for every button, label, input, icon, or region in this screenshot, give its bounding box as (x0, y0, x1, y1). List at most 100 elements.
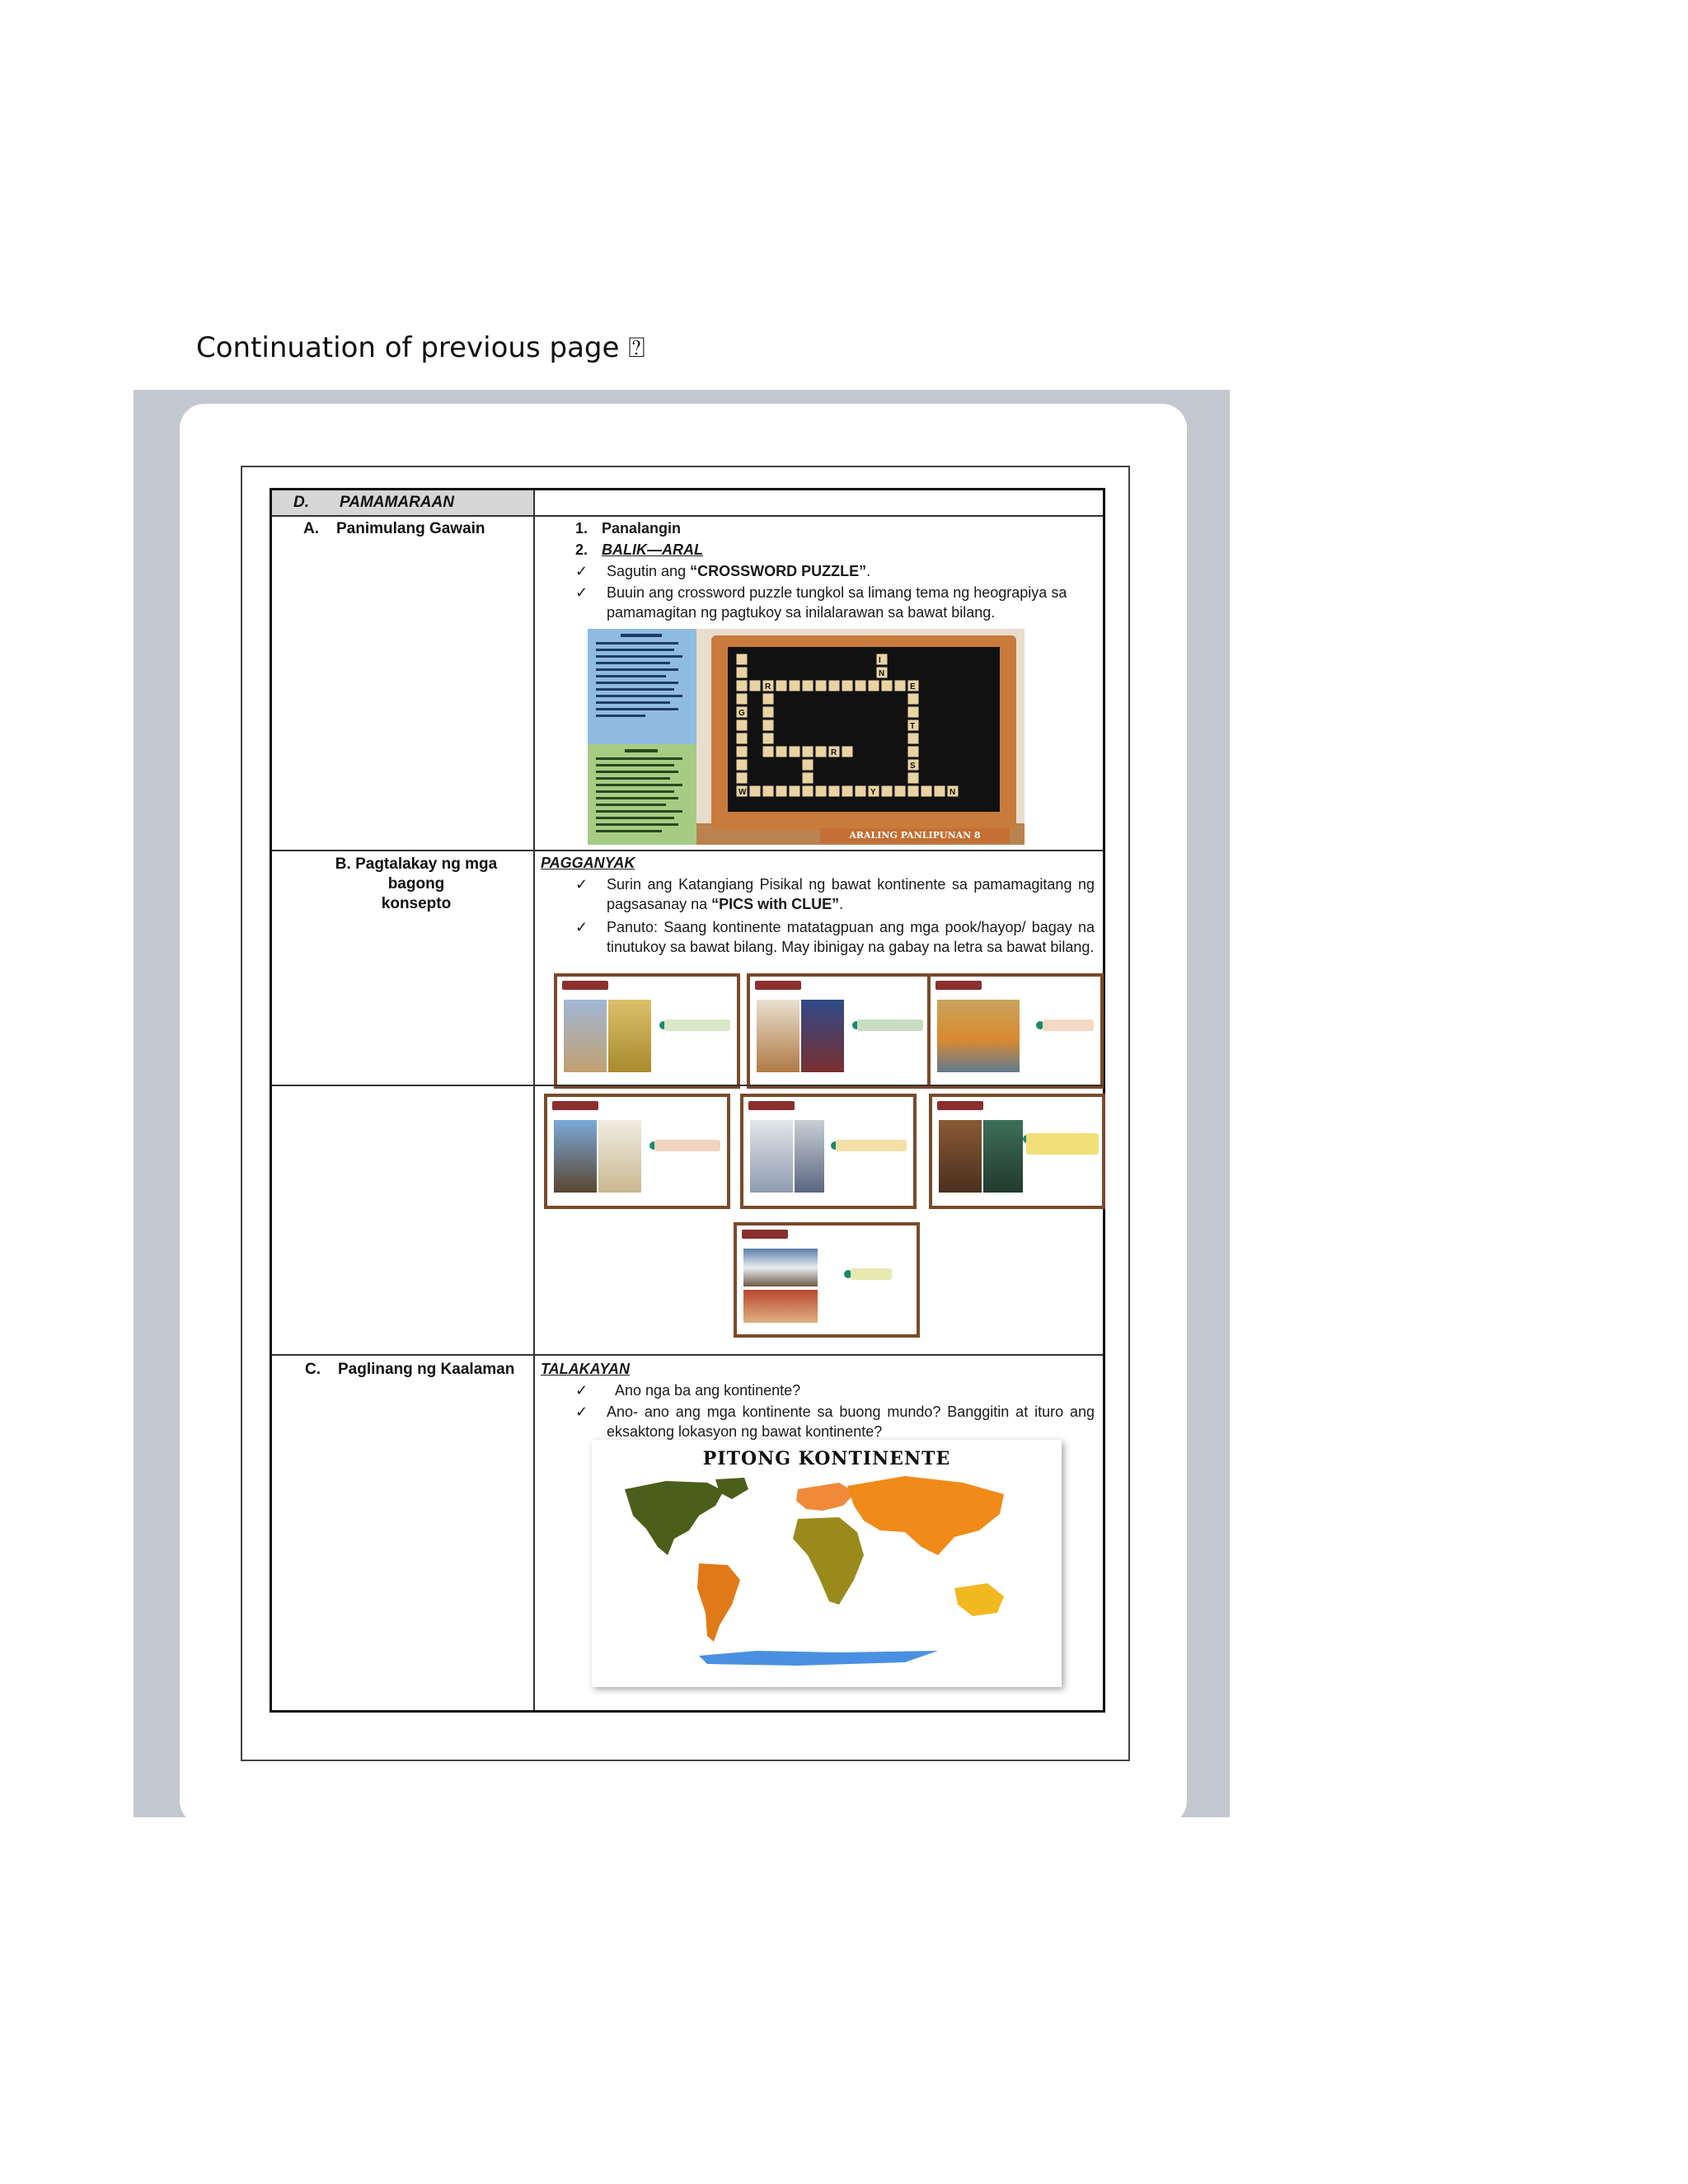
card-tag (748, 1101, 795, 1110)
pics-clue-card (544, 1094, 730, 1209)
penguin-image (795, 1120, 824, 1193)
clue-box (857, 1019, 923, 1031)
card-tag (562, 981, 608, 990)
crossword-caption: ARALING PANLIPUNAN 8 (820, 828, 1010, 843)
row-a-letter: A. (303, 520, 319, 537)
row-c-label: C. Paglinang ng Kaalaman (305, 1361, 514, 1379)
australia-shape (954, 1583, 1004, 1616)
crossword-letter: S (910, 762, 916, 771)
list-item: ✓ Ano- ano ang mga kontinente sa buong m… (575, 1402, 1095, 1441)
crossword-letter: E (910, 682, 916, 691)
list-item: ✓Sagutin ang “CROSSWORD PUZZLE”. (575, 561, 870, 581)
crossword-letter: Y (870, 788, 876, 797)
crossword-clues-down (588, 744, 696, 845)
check-icon: ✓ (575, 1382, 588, 1399)
south-america-shape (697, 1563, 740, 1642)
item-text: . (839, 896, 844, 912)
clue-box (654, 1140, 720, 1151)
europe-shape (796, 1483, 856, 1511)
map-title: PITONG KONTINENTE (702, 1448, 951, 1469)
crossword-letter: N (879, 669, 884, 678)
pyramid-image (937, 1000, 1020, 1072)
world-map-image: PITONG KONTINENTE (592, 1440, 1062, 1687)
orangutan-image (939, 1120, 982, 1193)
pics-clue-card (734, 1222, 920, 1338)
column-divider (533, 515, 535, 1710)
card-tag (937, 1101, 983, 1110)
row-a-label: A. Panimulang Gawain (303, 520, 485, 538)
crossword-letter: W (738, 788, 747, 797)
row-b-title-line1: Pagtalakay ng mga bagong (355, 855, 498, 893)
eiffel-tower-image (554, 1120, 597, 1193)
item-text: Surin ang Katangiang Pisikal ng bawat ko… (607, 876, 1095, 912)
header-letter: D. (293, 494, 309, 511)
clue-box (664, 1019, 730, 1031)
item-text: Panuto: Saang kontinente matatagpuan ang… (607, 919, 1095, 955)
crossword-letter: N (950, 788, 955, 797)
clue-box (1043, 1019, 1094, 1031)
item-text: Buuin ang crossword puzzle tungkol sa li… (607, 584, 1067, 621)
lesson-table: D. PAMAMARAAN A. Panimulang Gawain 1.Pana… (270, 488, 1105, 1713)
statue-image (564, 1000, 607, 1072)
item-marker: 2. (575, 541, 588, 558)
antarctica-shape (699, 1651, 938, 1666)
list-item: ✓Ano nga ba ang kontinente? (575, 1380, 800, 1400)
clue-dot (649, 1141, 658, 1150)
item-text-bold: “CROSSWORD PUZZLE” (690, 563, 867, 579)
snake-image (983, 1120, 1023, 1193)
row-c-letter: C. (305, 1361, 321, 1378)
header-title: PAMAMARAAN (340, 494, 454, 511)
list-item: 1.Panalangin (575, 518, 681, 538)
row-a-title: Panimulang Gawain (336, 520, 485, 537)
card-tag (755, 981, 801, 990)
row-divider (272, 1354, 1103, 1356)
crossword-letter: R (831, 748, 837, 757)
pics-clue-card (929, 1094, 1105, 1209)
crossword-letter: G (738, 709, 745, 718)
item-text: . (866, 563, 871, 579)
table-header-cell: D. PAMAMARAAN (272, 490, 535, 517)
crossword-grid-area: I N R E G T R S W Y N (728, 647, 1000, 812)
greenland-shape (715, 1478, 748, 1499)
section-heading: PAGGANYAK (541, 855, 635, 871)
crossword-board: I N R E G T R S W Y N (711, 635, 1016, 830)
pics-clue-card (927, 973, 1104, 1089)
pics-clue-card (554, 973, 740, 1089)
clue-lines (596, 634, 682, 717)
check-icon: ✓ (575, 876, 588, 893)
row-b-label: B. Pagtalakay ng mga bagong konsepto (305, 855, 528, 914)
mountain-image (743, 1249, 818, 1286)
frame-bottom-edge (134, 1817, 1230, 1832)
ice-image (750, 1120, 793, 1193)
card-tag (742, 1230, 788, 1239)
clue-box (1026, 1133, 1099, 1155)
clue-dot (1036, 1021, 1044, 1029)
crossword-letters: I N R E G T R S W Y N (738, 656, 955, 797)
pics-clue-card (747, 973, 933, 1089)
document-sheet: D. PAMAMARAAN A. Panimulang Gawain 1.Pana… (241, 466, 1130, 1761)
list-item: 2. BALIK—ARAL (575, 540, 703, 560)
card-tag (935, 981, 982, 990)
paggányak-heading: PAGGANYAK (541, 853, 635, 873)
item-text: Ano- ano ang mga kontinente sa buong mun… (607, 1404, 1095, 1440)
clue-dot (844, 1270, 852, 1278)
continuation-note: Continuation of previous page ⍰ (196, 331, 645, 364)
check-icon: ✓ (575, 584, 588, 601)
clue-dot (852, 1021, 860, 1029)
item-text: Sagutin ang (607, 563, 691, 579)
row-c-title: Paglinang ng Kaalaman (338, 1361, 515, 1378)
clue-dot (831, 1141, 839, 1150)
clue-lines-down (596, 749, 682, 832)
crossword-letter: T (910, 722, 915, 731)
table-header-blank (535, 490, 1103, 517)
item-marker: 1. (575, 520, 588, 537)
balik-aral-heading: BALIK—ARAL (602, 541, 703, 558)
continents-illustration (625, 1476, 1004, 1666)
crossword-letter: R (765, 682, 771, 691)
pics-clue-card (740, 1094, 917, 1209)
rock-image (743, 1290, 818, 1323)
list-item: ✓ Panuto: Saang kontinente matatagpuan a… (575, 917, 1095, 957)
list-item: ✓ Surin ang Katangiang Pisikal ng bawat … (575, 874, 1095, 914)
asia-shape (847, 1476, 1004, 1555)
clue-dot (659, 1021, 668, 1029)
